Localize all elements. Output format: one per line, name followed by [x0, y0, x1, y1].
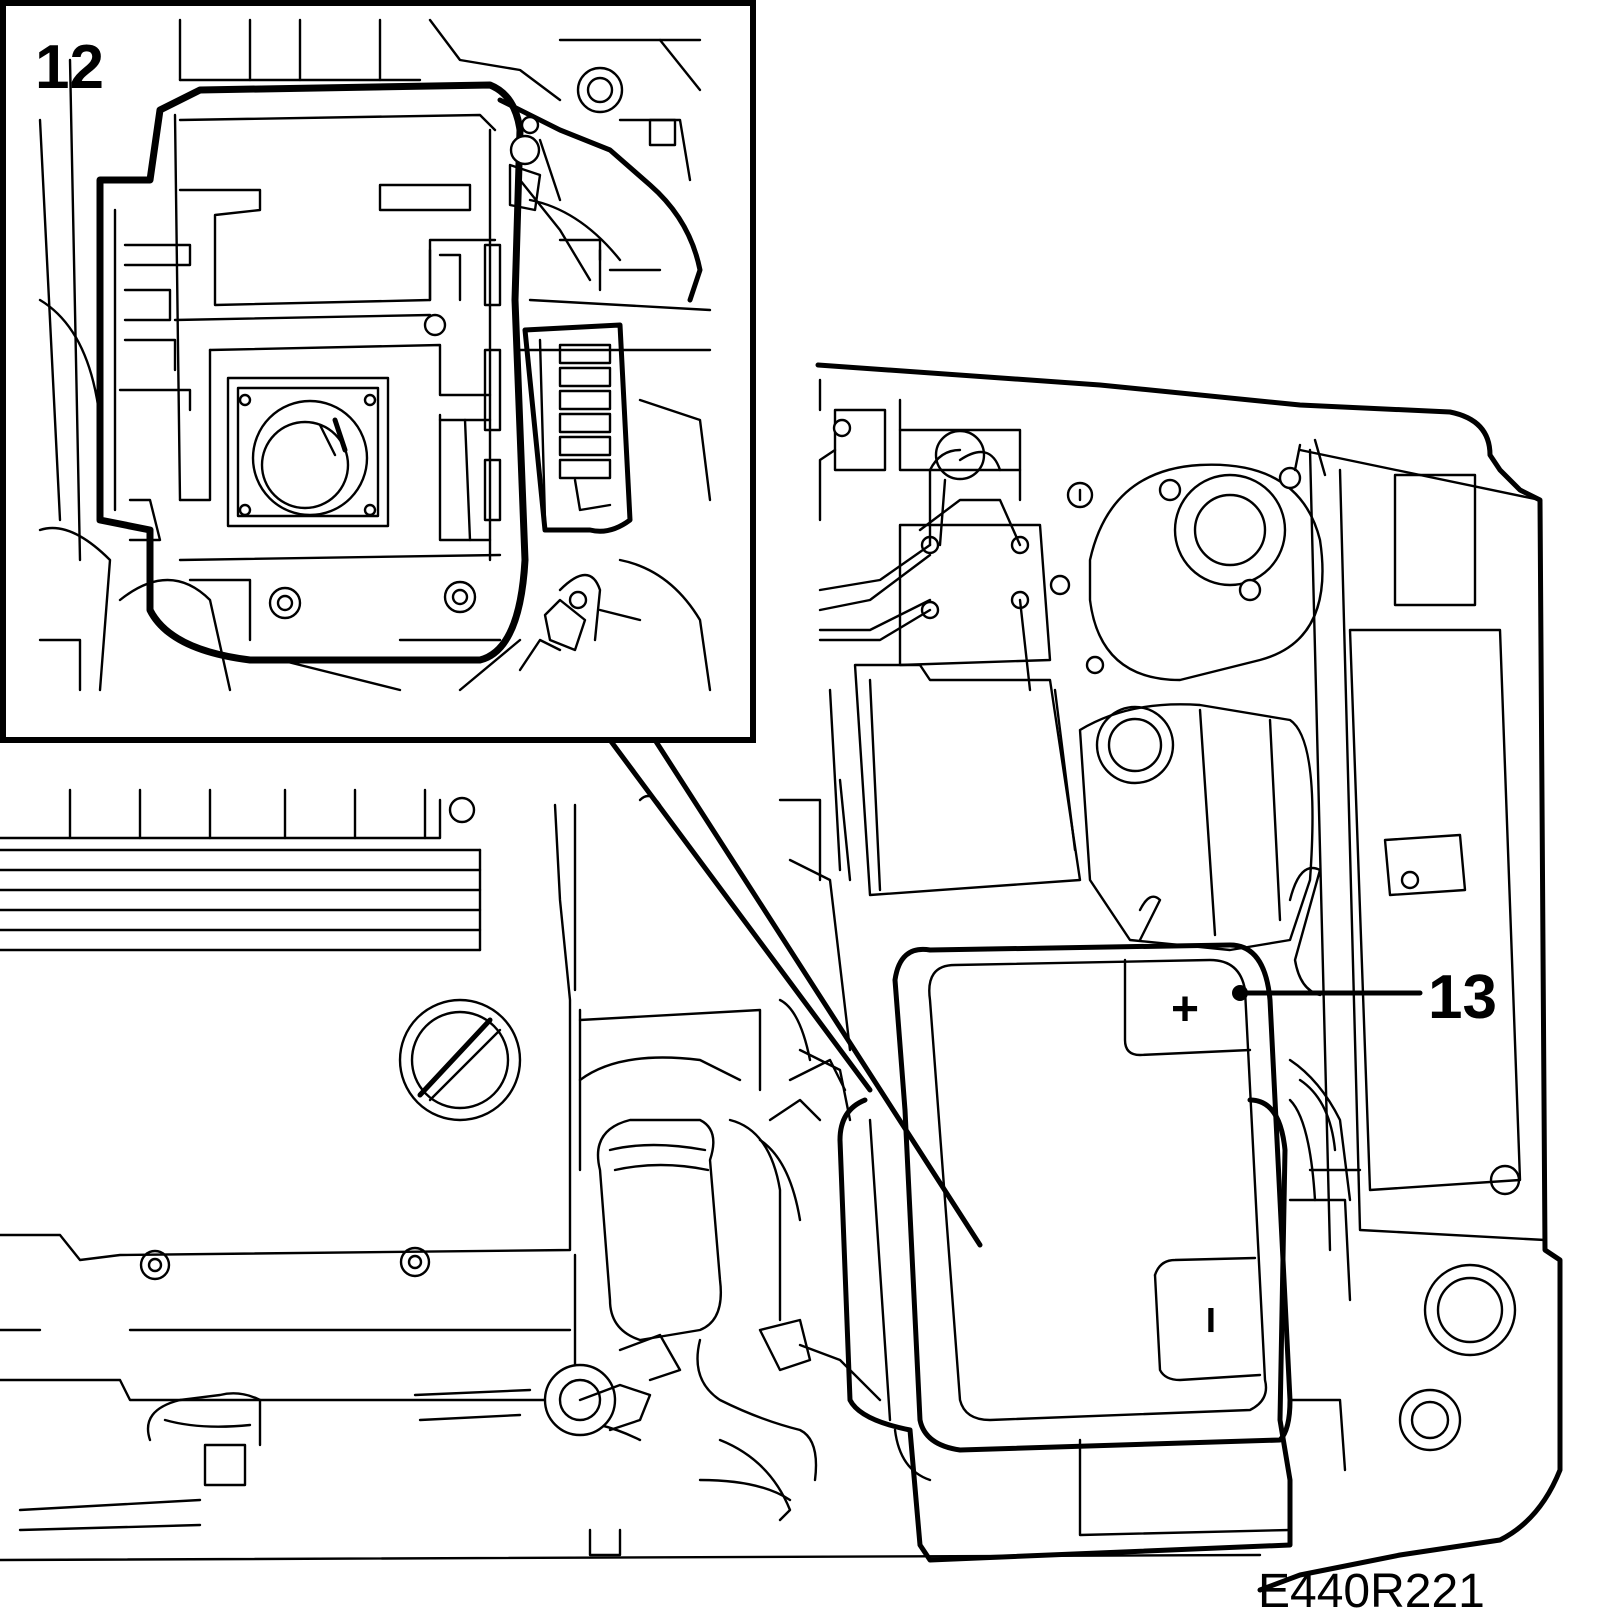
- battery-lid: [928, 958, 1268, 1422]
- connector-port-frame: [226, 376, 390, 528]
- control-module-box: [853, 663, 1082, 897]
- intake-duct: [596, 1118, 722, 1342]
- lower-hose: [146, 1392, 262, 1447]
- strut-tower: [1088, 463, 1324, 682]
- figure-code: E440R221: [1258, 1565, 1485, 1618]
- positive-terminal-label: +: [1171, 983, 1199, 1036]
- brake-modulator: [898, 523, 1052, 667]
- inset-leader-line: [607, 737, 873, 1093]
- oil-filler-cap: [398, 998, 522, 1122]
- engine-bay-scene: + −: [0, 362, 1563, 1593]
- fuse-block: [522, 322, 633, 534]
- detail-inset-12: [0, 0, 983, 1248]
- fuse-box-housing: [96, 81, 529, 664]
- callout-12: 12: [35, 33, 104, 102]
- coolant-expansion-tank: [1078, 703, 1314, 952]
- negative-terminal-label: −: [1184, 1306, 1237, 1334]
- inner-wing-outline: [815, 362, 1563, 1593]
- inset-leader-line: [652, 737, 983, 1248]
- brake-fluid-reservoir: [833, 408, 887, 472]
- engine-cover: [0, 803, 572, 1262]
- callout-13: 13: [1428, 963, 1497, 1032]
- battery-case: [892, 942, 1293, 1453]
- callout-13-leader: [1232, 985, 1423, 1001]
